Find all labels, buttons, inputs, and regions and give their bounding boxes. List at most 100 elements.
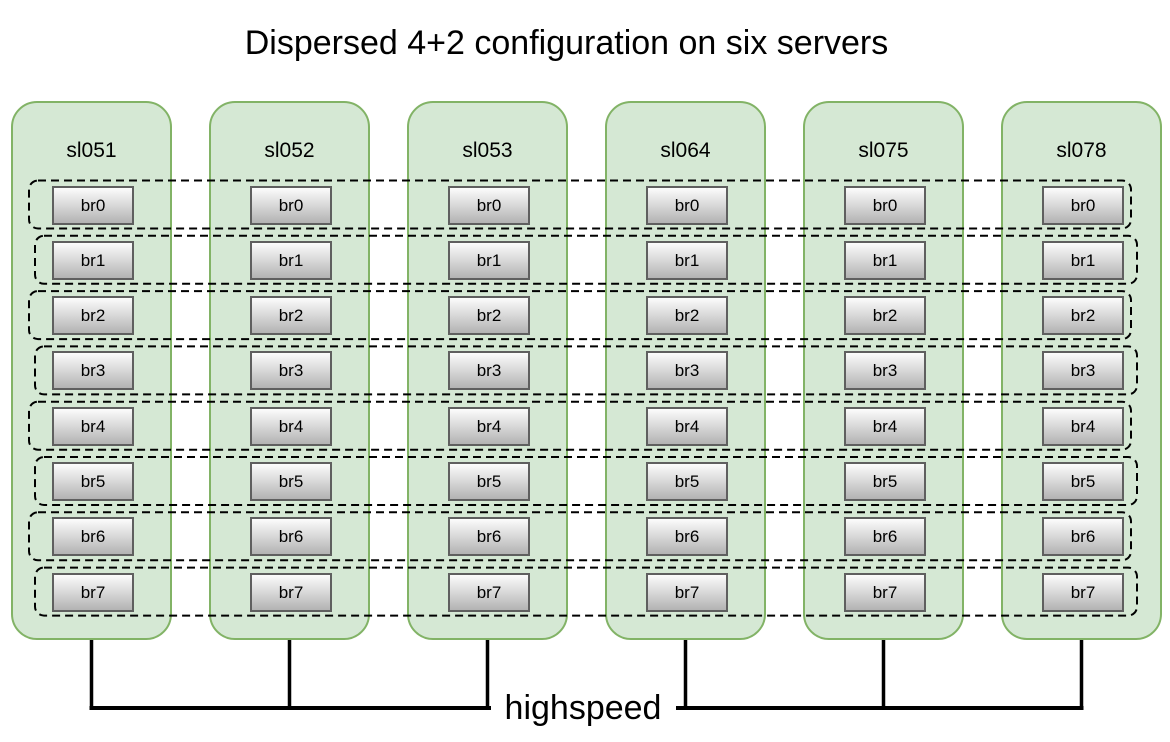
brick-node: br0	[1042, 185, 1124, 225]
disperse-set-outline	[28, 400, 1132, 451]
brick-node: br0	[52, 185, 134, 225]
brick-node: br6	[646, 517, 728, 557]
brick-node: br6	[52, 517, 134, 557]
brick-node: br7	[448, 572, 530, 612]
server-node: sl078 br0 br1 br2 br3 br4 br5 br6 br7	[1001, 101, 1162, 640]
brick-label: br2	[278, 306, 304, 326]
brick-label: br7	[476, 582, 502, 602]
brick-label: br3	[476, 361, 502, 381]
brick-node: br1	[646, 240, 728, 280]
brick-node: br2	[52, 296, 134, 336]
brick-label: br6	[278, 527, 304, 547]
brick-node: br2	[844, 296, 926, 336]
brick-label: br3	[674, 361, 700, 381]
brick-label: br5	[674, 472, 700, 491]
disperse-set-outline	[28, 511, 1132, 562]
server-node: sl052 br0 br1 br2 br3 br4 br5 br6 br7	[209, 101, 370, 640]
disperse-set-outline	[34, 234, 1138, 285]
brick-node: br2	[646, 296, 728, 336]
network-label: highspeed	[502, 689, 664, 727]
brick-node: br4	[250, 406, 332, 446]
brick-node: br6	[250, 517, 332, 557]
brick-node: br1	[844, 240, 926, 280]
brick-node: br1	[250, 240, 332, 280]
brick-label: br6	[1070, 527, 1096, 547]
brick-node: br0	[250, 185, 332, 225]
brick-label: br2	[1070, 306, 1096, 326]
brick-node: br7	[844, 572, 926, 612]
brick-label: br4	[1070, 416, 1096, 436]
brick-node: br4	[646, 406, 728, 446]
disperse-set-outline	[34, 456, 1138, 506]
brick-label: br7	[1070, 582, 1096, 602]
brick-label: br1	[674, 250, 700, 270]
brick-node: br3	[52, 351, 134, 391]
brick-node: br0	[448, 185, 530, 225]
brick-node: br1	[1042, 240, 1124, 280]
brick-label: br6	[80, 527, 106, 547]
brick-label: br2	[872, 306, 898, 326]
brick-node: br5	[1042, 462, 1124, 501]
disperse-set-outline	[34, 566, 1138, 617]
disperse-set-outlines	[28, 179, 1138, 617]
brick-node: br4	[844, 406, 926, 446]
brick-node: br2	[1042, 296, 1124, 336]
brick-node: br5	[844, 462, 926, 501]
brick-label: br5	[80, 472, 106, 491]
server-name-label: sl078	[1056, 139, 1107, 162]
server-name-label: sl075	[858, 139, 909, 162]
brick-label: br7	[674, 582, 700, 602]
brick-node: br5	[448, 462, 530, 501]
brick-label: br5	[1070, 472, 1096, 491]
brick-label: br3	[80, 361, 106, 381]
brick-label: br7	[872, 582, 898, 602]
brick-label: br1	[278, 250, 304, 270]
brick-label: br6	[674, 527, 700, 547]
brick-label: br1	[1070, 250, 1096, 270]
brick-label: br0	[872, 195, 898, 215]
brick-label: br5	[872, 472, 898, 491]
brick-label: br7	[80, 582, 106, 602]
brick-node: br7	[1042, 572, 1124, 612]
brick-node: br4	[448, 406, 530, 446]
brick-label: br1	[80, 250, 106, 270]
brick-label: br3	[278, 361, 304, 381]
brick-label: br2	[476, 306, 502, 326]
brick-node: br7	[646, 572, 728, 612]
brick-node: br3	[844, 351, 926, 391]
brick-node: br1	[52, 240, 134, 280]
disperse-set-outline	[28, 179, 1132, 230]
brick-node: br7	[250, 572, 332, 612]
brick-label: br7	[278, 582, 304, 602]
brick-label: br3	[872, 361, 898, 381]
brick-node: br0	[646, 185, 728, 225]
disperse-set-outline	[28, 290, 1132, 341]
server-node: sl051 br0 br1 br2 br3 br4 br5 br6 br7	[11, 101, 172, 640]
brick-node: br6	[844, 517, 926, 557]
server-name-label: sl051	[66, 139, 117, 162]
brick-node: br4	[52, 406, 134, 446]
brick-label: br6	[872, 527, 898, 547]
brick-node: br3	[646, 351, 728, 391]
brick-label: br0	[674, 195, 700, 215]
brick-node: br4	[1042, 406, 1124, 446]
brick-label: br0	[476, 195, 502, 215]
brick-node: br5	[646, 462, 728, 501]
server-node: sl053 br0 br1 br2 br3 br4 br5 br6 br7	[407, 101, 568, 640]
diagram-title: Dispersed 4+2 configuration on six serve…	[244, 24, 889, 62]
brick-label: br0	[80, 195, 106, 215]
brick-node: br3	[448, 351, 530, 391]
disperse-set-outline	[34, 345, 1138, 396]
brick-label: br0	[278, 195, 304, 215]
brick-node: br2	[448, 296, 530, 336]
brick-node: br6	[448, 517, 530, 557]
brick-label: br2	[80, 306, 106, 326]
brick-label: br4	[278, 416, 304, 436]
server-name-label: sl064	[660, 139, 711, 162]
brick-node: br0	[844, 185, 926, 225]
brick-label: br3	[1070, 361, 1096, 381]
brick-node: br3	[250, 351, 332, 391]
brick-label: br4	[476, 416, 502, 436]
